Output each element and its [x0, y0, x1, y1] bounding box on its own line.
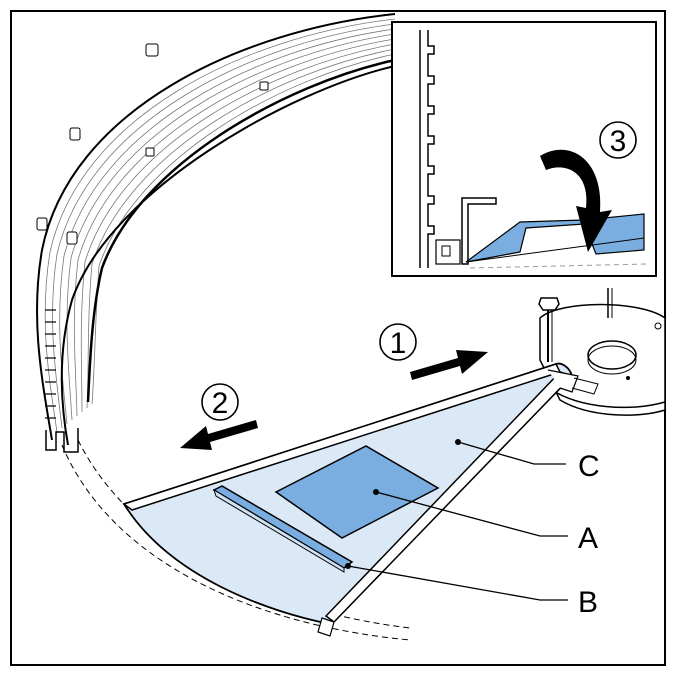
arrow-step-1 [410, 350, 488, 380]
step-1-marker: 1 [379, 323, 417, 361]
callout-a: A [373, 489, 598, 555]
step-2-label: 2 [212, 387, 229, 420]
drum-housing [35, 13, 396, 453]
callout-c: C [455, 439, 600, 483]
callout-a-label: A [578, 522, 598, 555]
panel-a [274, 445, 440, 539]
callout-b-label: B [578, 586, 598, 619]
rail-b [212, 485, 354, 573]
step-3-marker: 3 [599, 121, 637, 159]
step-3-label: 3 [610, 125, 627, 158]
callout-c-label: C [578, 450, 600, 483]
step-1-label: 1 [390, 327, 407, 360]
arrow-step-2 [180, 420, 258, 450]
step-2-marker: 2 [201, 383, 239, 421]
callout-b: B [345, 563, 598, 619]
arrow-step-3 [540, 149, 612, 252]
detail-inset: 3 [391, 21, 657, 277]
